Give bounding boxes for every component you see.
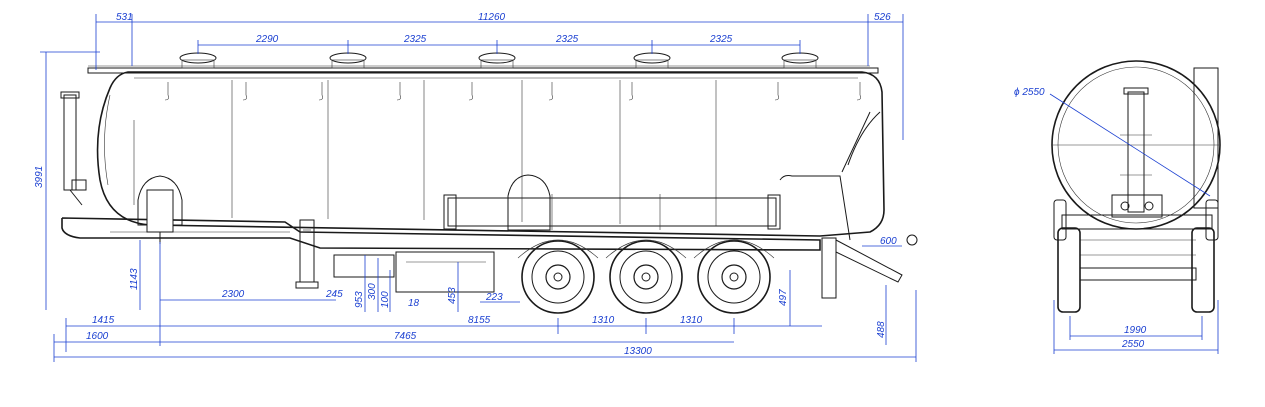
dim-hatch-2: 2325 <box>403 34 427 45</box>
compartment-lines <box>133 80 717 226</box>
wheel-2 <box>605 239 687 314</box>
front-hydraulic-cylinder <box>60 91 87 206</box>
dim-7465: 7465 <box>394 331 417 342</box>
rear-view-dimensions: ϕ 2550 1990 2550 <box>1014 87 1219 354</box>
chassis-frame <box>61 217 821 251</box>
dim-tank-diameter: ϕ 2550 <box>1014 87 1045 98</box>
tool-box <box>395 251 495 293</box>
side-pipe-tank <box>443 194 781 230</box>
rear-underrun <box>821 234 918 299</box>
aeration-hooks <box>164 82 861 101</box>
dim-axle-2: 1310 <box>680 315 703 326</box>
rear-ladder-view <box>1120 87 1152 213</box>
dim-coupling-height: 1143 <box>129 268 140 290</box>
dim-223: 223 <box>485 292 503 303</box>
dim-front-overhang: 531 <box>116 12 133 23</box>
wheel-1 <box>517 239 599 314</box>
dim-245: 245 <box>325 289 343 300</box>
dim-rear-overhang: 526 <box>874 12 891 23</box>
dim-488: 488 <box>876 321 887 338</box>
dim-hatch-4: 2325 <box>709 34 733 45</box>
rear-frame <box>1061 214 1213 230</box>
dim-hatch-3: 2325 <box>555 34 579 45</box>
dim-axle-1: 1310 <box>592 315 615 326</box>
rear-wheel-right <box>1191 227 1215 313</box>
dim-2300: 2300 <box>221 289 245 300</box>
dim-18: 18 <box>408 298 420 309</box>
dim-8155: 8155 <box>468 315 491 326</box>
discharge-cone-mid <box>507 174 551 231</box>
side-view <box>60 52 918 314</box>
discharge-cone-front <box>137 175 183 226</box>
dim-453: 453 <box>447 287 458 304</box>
king-pin-box <box>146 189 174 233</box>
dim-1415: 1415 <box>92 315 115 326</box>
rear-ladder <box>779 175 851 241</box>
wheels <box>517 239 775 314</box>
dim-overall-width: 2550 <box>1121 339 1145 350</box>
wheel-3 <box>693 239 775 314</box>
dim-track-width: 1990 <box>1124 325 1147 336</box>
tank-body <box>96 71 885 237</box>
side-view-dimensions: 531 11260 526 2290 2325 2325 2325 3991 1… <box>34 12 917 362</box>
rear-valve-panel <box>1111 194 1163 218</box>
dim-600: 600 <box>880 236 897 247</box>
rear-view <box>1051 60 1221 313</box>
dim-1600: 1600 <box>86 331 109 342</box>
dim-100: 100 <box>380 291 391 308</box>
dim-tank-length: 11260 <box>478 12 506 23</box>
dim-300: 300 <box>367 283 378 300</box>
dim-overall-length: 13300 <box>624 346 652 357</box>
dim-497: 497 <box>778 289 789 306</box>
dim-total-height: 3991 <box>34 166 45 188</box>
landing-gear <box>295 219 319 289</box>
dim-953: 953 <box>354 291 365 308</box>
rear-wheel-left <box>1057 227 1081 313</box>
dim-hatch-1: 2290 <box>255 34 279 45</box>
